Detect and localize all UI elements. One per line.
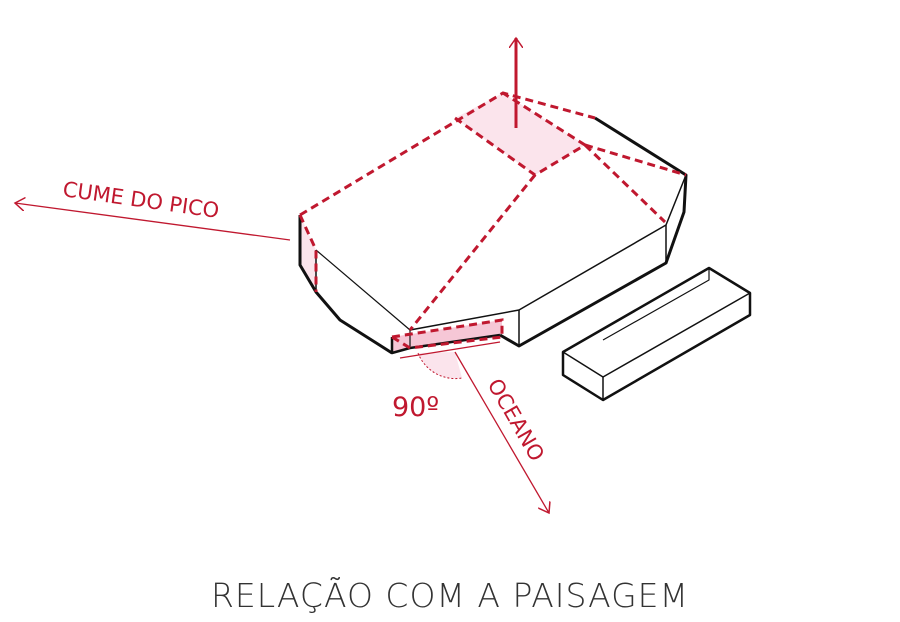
angle-label: 90º	[392, 392, 439, 423]
base-highlight	[392, 320, 502, 353]
ocean-label: OCEANO	[483, 375, 549, 466]
diagram-title: RELAÇÃO COM A PAISAGEM	[210, 576, 689, 615]
ocean-arrow	[454, 351, 549, 513]
side-highlight	[300, 215, 316, 292]
right-angle-arc	[418, 352, 462, 379]
angle-arc	[417, 352, 463, 380]
tangent-line	[399, 341, 501, 359]
peak-label: CUME DO PICO	[61, 177, 220, 223]
peak-arrow	[15, 203, 291, 241]
dashed-outline	[298, 91, 687, 350]
roof-highlight	[455, 93, 585, 175]
secondary-building	[561, 266, 752, 402]
main-building	[298, 116, 688, 355]
